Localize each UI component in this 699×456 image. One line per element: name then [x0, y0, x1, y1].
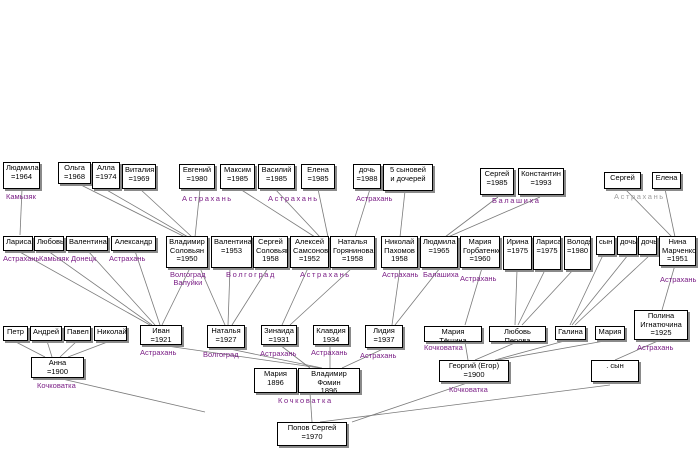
person-doch-3: дочь [638, 236, 657, 255]
person-doch: дочь =1988 [353, 164, 381, 189]
person-ivan: Иван =1921 [140, 325, 182, 345]
person-popov-sergey: Попов Сергей =1970 [277, 422, 347, 446]
place-label: Астрахань [637, 343, 674, 352]
place-label: Астрахань [260, 349, 297, 358]
person-lyubov-perova: Любовь Перова [489, 326, 546, 342]
place-label: Волгоград Валуйки [170, 270, 206, 287]
place-label: Астрахань [382, 270, 419, 279]
place-label: Волгоград [226, 270, 276, 279]
person-natalya: Наталья =1927 [207, 325, 245, 348]
person-alexandr: Александр [111, 236, 156, 251]
person-valentina-2: Валентина =1953 [211, 236, 252, 268]
person-lyubov: Любовь [34, 236, 64, 251]
place-label: Донецк [71, 254, 97, 263]
person-maria: Мария [595, 326, 625, 340]
person-syn-2: . сын [591, 360, 639, 382]
person-lidiya: Лидия =1937 [365, 325, 403, 348]
person-maxim: Максим =1985 [220, 164, 255, 189]
person-sergey-solovyan: Сергей Соловьян 1958 [253, 236, 288, 268]
person-vladimir-fomin: Владимир Фомин 1896 [298, 368, 360, 393]
person-maria-1896: Мария 1896 [254, 368, 297, 393]
place-label: Астрахань [614, 192, 665, 201]
place-label: Балашиха [492, 196, 541, 205]
place-label: Балашиха [423, 270, 459, 279]
person-andrey: Андрей [30, 326, 62, 341]
place-label: Камызяк [6, 192, 36, 201]
place-label: Кочковатка [449, 385, 488, 394]
place-label: Астрахань [3, 254, 40, 263]
person-maria-gorbatenko: Мария Горбатенко =1960 [460, 236, 500, 268]
person-nikolay: Николай [94, 326, 127, 341]
person-elena-2: Елена [652, 172, 681, 189]
place-label: Кочковатка [278, 396, 333, 405]
person-polina: Полина Игнатючина =1925 [634, 310, 688, 340]
place-label: Астрахань [140, 348, 177, 357]
person-larisa-2: Лариса =1975 [533, 236, 561, 270]
person-klavdiya: Клавдия 1934 [313, 325, 349, 345]
person-petr: Петр [3, 326, 28, 341]
person-valentina: Валентина [66, 236, 108, 251]
person-konstantin: Константин =1993 [518, 168, 564, 195]
person-five-sons: 5 сыновей и дочерей [383, 164, 433, 191]
person-larisa: Лариса [3, 236, 33, 251]
place-label: Астрахань [460, 274, 497, 283]
person-pavel: Павел [64, 326, 91, 341]
place-label: Астрахань [360, 351, 397, 360]
person-sergey-2: Сергей [604, 172, 641, 189]
place-label: Астрахань [268, 194, 319, 203]
person-elena: Елена =1985 [301, 164, 335, 189]
place-label: Астрахань [356, 194, 393, 203]
place-label: Астрахань [300, 270, 351, 279]
person-syn: сын [596, 236, 615, 255]
person-anna: Анна =1900 [31, 357, 84, 378]
person-irina: Ирина =1975 [503, 236, 532, 270]
person-maria-teshina: Мария Тёщина [424, 326, 482, 342]
person-nikolay-pakhomov: Николай Пахомов 1958 [381, 236, 418, 268]
place-label: Кочковатка [37, 381, 76, 390]
place-label: Астрахань [182, 194, 233, 203]
person-georgy: Георгий (Егор) =1900 [439, 360, 509, 382]
place-label: Астрахань [311, 348, 348, 357]
person-natalya-gornyakova: Наталья Горянинова =1958 [330, 236, 375, 268]
person-galina: Галина [555, 326, 586, 340]
place-label: Астрахань [660, 275, 697, 284]
person-sergey: Сергей =1985 [480, 168, 514, 195]
place-label: Волгоград [203, 350, 239, 359]
person-lyudmila: Людмила =1964 [3, 162, 40, 189]
person-alexey-samsonov: Алексей Самсонов =1952 [290, 236, 329, 268]
person-vasily: Василий =1985 [258, 164, 295, 189]
place-label: Кочковатка [424, 343, 463, 352]
place-label: Камызяк [39, 254, 69, 263]
person-volodya: Володя =1980 [564, 236, 591, 270]
person-olga: Ольга =1968 [58, 162, 91, 184]
person-doch-2: дочь [617, 236, 637, 255]
person-vitaly: Виталия =1969 [122, 164, 156, 189]
person-alla: Алла =1974 [92, 162, 120, 189]
person-nina-marchenko: Нина Марченко =1951 [659, 236, 696, 266]
place-label: Астрахань [109, 254, 146, 263]
person-zinaida: Зинаида =1931 [261, 325, 297, 345]
person-lyudmila-2: Людмила =1965 [420, 236, 458, 268]
person-evgeny: Евгений =1980 [179, 164, 215, 189]
person-vladimir-solovyan: Владимир Соловьян =1950 [166, 236, 208, 268]
